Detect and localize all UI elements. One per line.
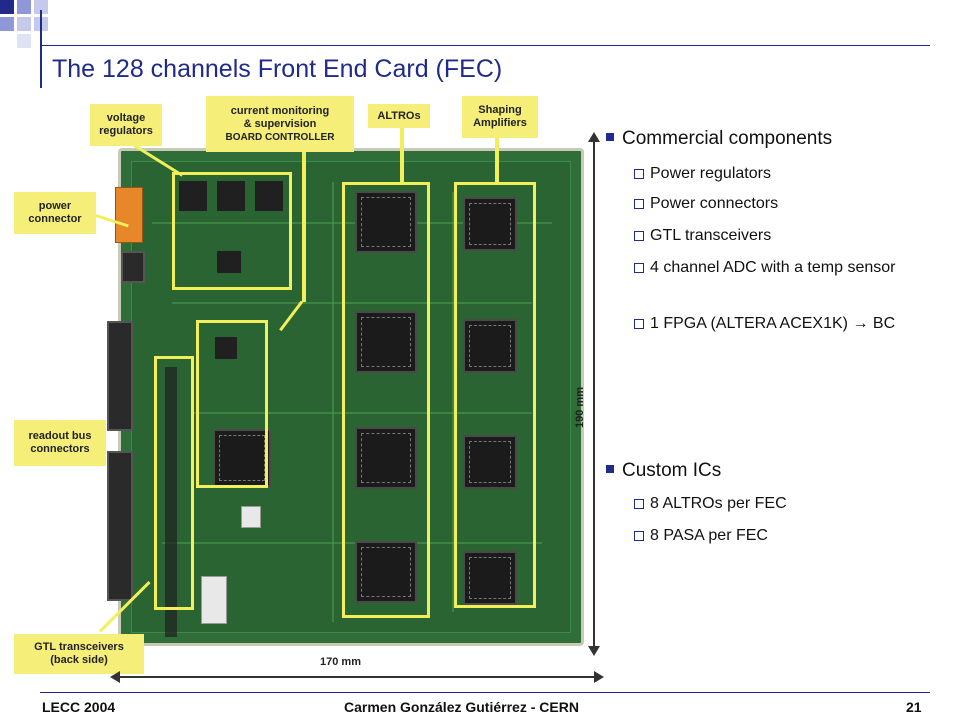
arrow-up-icon	[588, 132, 600, 142]
hollow-square-bullet-icon	[634, 319, 644, 329]
board-controller-frame	[196, 320, 268, 488]
title-divider-horizontal	[40, 45, 930, 46]
shaping-amplifiers-frame	[454, 182, 536, 608]
sub-bullet: Power connectors	[634, 194, 778, 214]
footer-author: Carmen González Gutiérrez - CERN	[344, 699, 579, 715]
gtl-transceivers-frame	[154, 356, 194, 610]
footer-event: LECC 2004	[42, 699, 116, 715]
leader-line	[495, 136, 499, 184]
corner-square	[17, 34, 31, 48]
bullet-commercial-components: Commercial components	[606, 128, 832, 150]
sub-bullet: 4 channel ADC with a temp sensor	[634, 258, 934, 278]
callout-altros: ALTROs	[368, 104, 430, 128]
fec-board-image	[107, 148, 584, 646]
corner-square	[0, 17, 14, 31]
arrow-down-icon	[588, 646, 600, 656]
leader-line	[302, 152, 306, 302]
height-dimension-line	[593, 140, 595, 650]
leader-line	[400, 128, 404, 184]
bullet-custom-ics: Custom ICs	[606, 460, 721, 482]
corner-square	[17, 0, 31, 14]
sub-bullet: Power regulators	[634, 164, 771, 184]
hollow-square-bullet-icon	[634, 199, 644, 209]
corner-square	[0, 0, 14, 14]
hollow-square-bullet-icon	[634, 169, 644, 179]
corner-square	[17, 17, 31, 31]
corner-square	[34, 0, 48, 14]
hollow-square-bullet-icon	[634, 499, 644, 509]
voltage-regulators-frame	[172, 172, 292, 290]
square-bullet-icon	[606, 132, 614, 141]
sub-bullet: 8 PASA per FEC	[634, 526, 768, 546]
arrow-right-icon	[594, 671, 604, 683]
footer-page-number: 21	[906, 699, 922, 715]
width-dimension-line	[118, 676, 596, 678]
footer-divider	[40, 692, 930, 693]
slide-title: The 128 channels Front End Card (FEC)	[52, 55, 503, 83]
sub-bullet: 1 FPGA (ALTERA ACEX1K) → BC	[634, 314, 934, 334]
square-bullet-icon	[606, 464, 614, 473]
arrow-left-icon	[110, 671, 120, 683]
sub-bullet: 8 ALTROs per FEC	[634, 494, 787, 514]
hollow-square-bullet-icon	[634, 531, 644, 541]
hollow-square-bullet-icon	[634, 231, 644, 241]
altros-frame	[342, 182, 430, 618]
sub-bullet: GTL transceivers	[634, 226, 771, 246]
width-dimension-label: 170 mm	[320, 656, 361, 668]
title-divider-vertical	[40, 10, 42, 88]
height-dimension-label: 190 mm	[574, 387, 586, 428]
callout-gtl-transceivers: GTL transceivers(back side)	[14, 634, 144, 674]
hollow-square-bullet-icon	[634, 263, 644, 273]
